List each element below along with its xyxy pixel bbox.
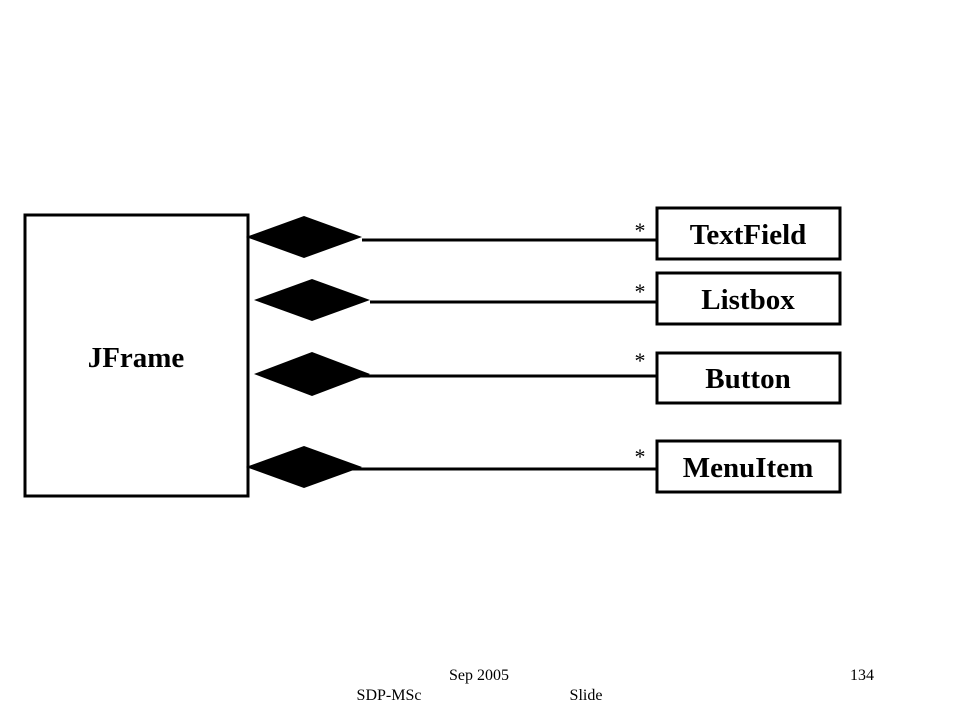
composition-diamond-textfield (246, 216, 362, 258)
composition-diamond-menuitem (246, 446, 362, 488)
listbox-box (655, 271, 842, 326)
textfield-label: TextField (690, 219, 807, 251)
composition-diamond-listbox (254, 279, 370, 321)
footer-page-number: 134 (850, 667, 874, 684)
multiplicity-button: * (635, 348, 646, 373)
listbox-label: Listbox (701, 284, 795, 316)
jframe-box (23, 213, 250, 498)
multiplicity-listbox: * (635, 279, 646, 304)
menuitem-label: MenuItem (683, 452, 813, 484)
jframe-label: JFrame (88, 342, 185, 374)
textfield-box (655, 206, 842, 261)
footer-slide-label: Slide (570, 687, 603, 704)
footer-course: SDP-MSc (357, 687, 422, 704)
multiplicity-textfield: * (635, 218, 646, 243)
button-box (655, 351, 842, 405)
button-label: Button (705, 363, 790, 395)
menuitem-box (655, 439, 842, 494)
footer-date: Sep 2005 (449, 667, 509, 684)
composition-diamond-button (254, 352, 370, 396)
multiplicity-menuitem: * (635, 444, 646, 469)
